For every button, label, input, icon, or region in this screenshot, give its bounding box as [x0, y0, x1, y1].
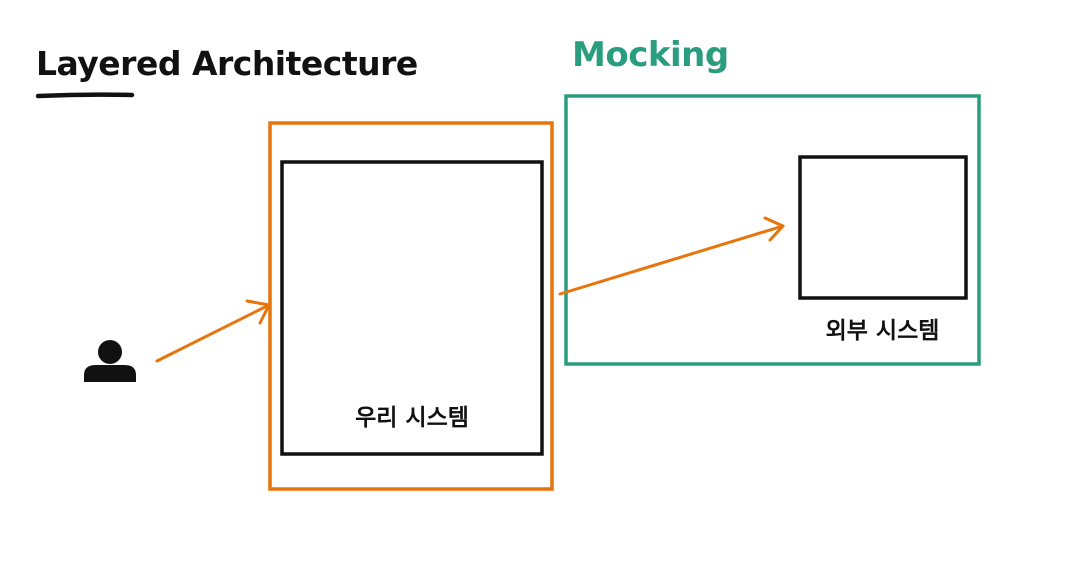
- title-mocking: Mocking: [572, 35, 729, 75]
- external-system-box: [798, 155, 968, 300]
- title-underline: [35, 92, 135, 99]
- layered-frame: [268, 121, 554, 491]
- arrow-user-to-system: [155, 299, 271, 363]
- external-system-label: 외부 시스템: [825, 318, 940, 344]
- arrow-system-to-external: [558, 216, 785, 296]
- user-icon: [84, 340, 136, 382]
- our-system-box: [280, 160, 544, 456]
- mocking-frame: [564, 94, 981, 366]
- title-layered-architecture: Layered Architecture: [36, 44, 418, 83]
- our-system-label: 우리 시스템: [355, 405, 469, 431]
